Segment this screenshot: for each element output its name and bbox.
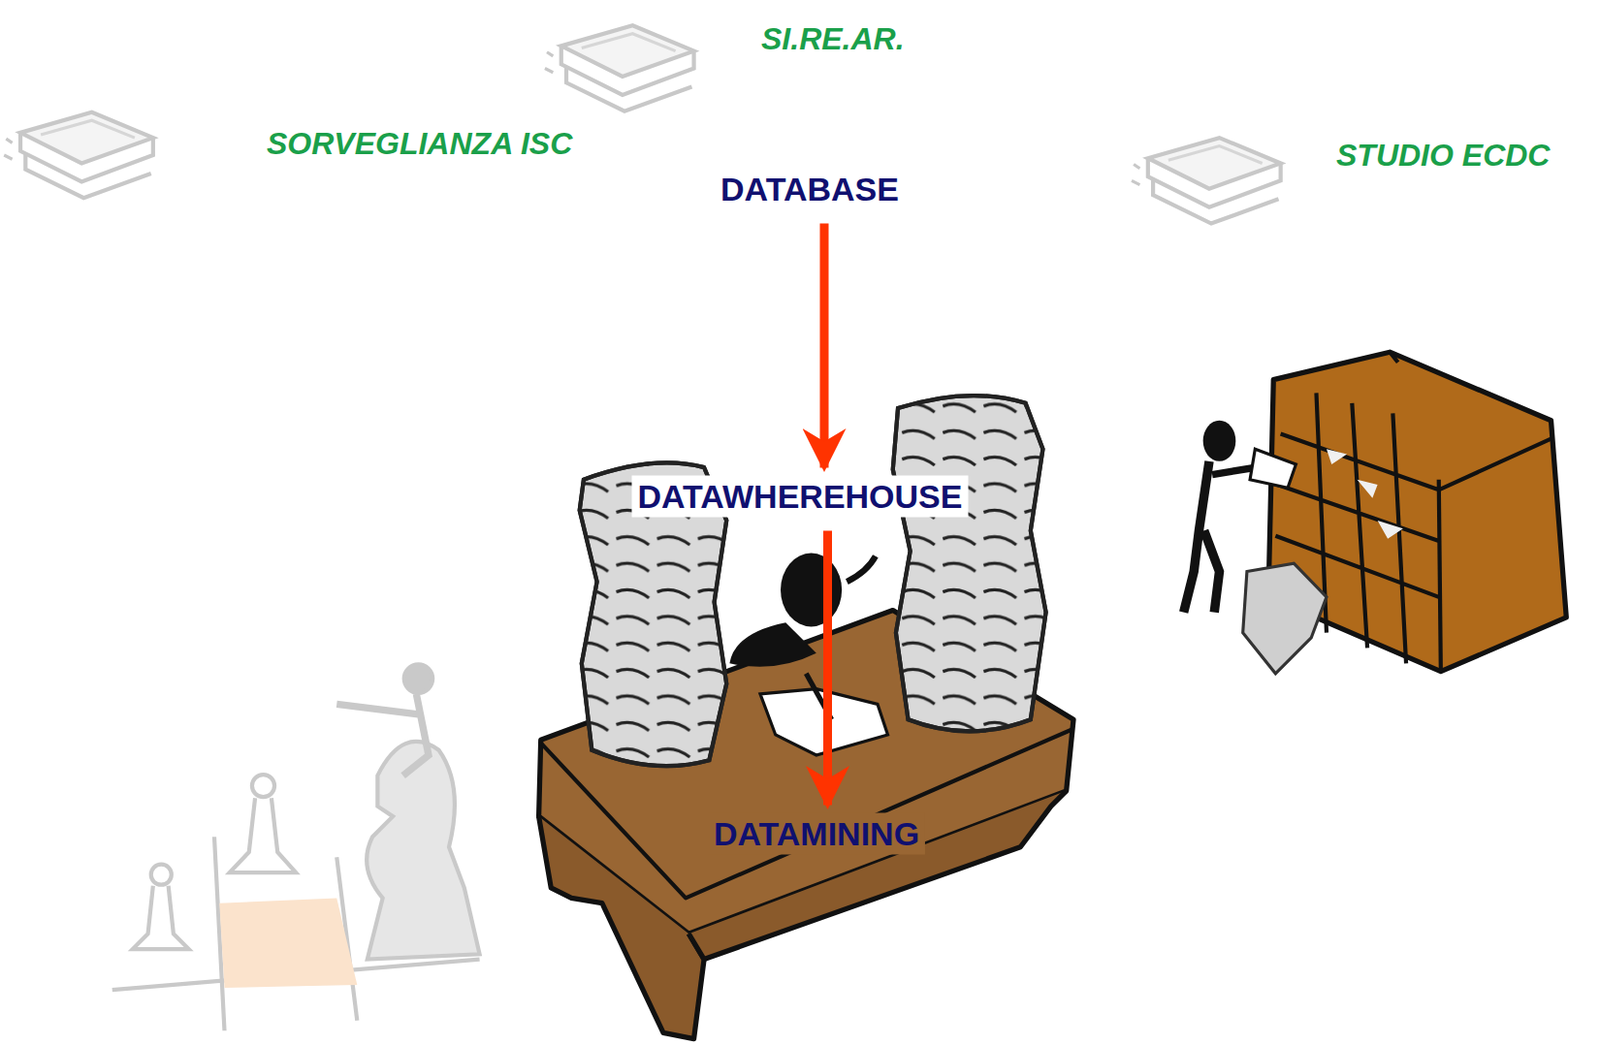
book-icon xyxy=(3,112,154,198)
chess-pieces xyxy=(112,664,480,1031)
section-label: SORVEGLIANZA ISC xyxy=(266,126,573,162)
stage-text: DATAWHEREHOUSE xyxy=(632,476,969,518)
stage-text: DATABASE xyxy=(714,168,905,211)
clerk xyxy=(1184,420,1327,674)
stage-label: DATAMINING xyxy=(707,813,926,856)
stage-label: DATAWHEREHOUSE xyxy=(632,476,969,518)
section-label: SI.RE.AR. xyxy=(761,21,905,58)
flow-arrow xyxy=(823,531,832,806)
person xyxy=(729,553,888,756)
stage-text: DATAMINING xyxy=(707,813,926,856)
stage-label: DATABASE xyxy=(714,168,905,211)
book-icon xyxy=(544,25,695,111)
flow-arrow xyxy=(820,224,830,469)
book-icon xyxy=(1131,137,1281,224)
paper-stack xyxy=(579,395,1047,767)
section-label: STUDIO ECDC xyxy=(1336,137,1550,174)
